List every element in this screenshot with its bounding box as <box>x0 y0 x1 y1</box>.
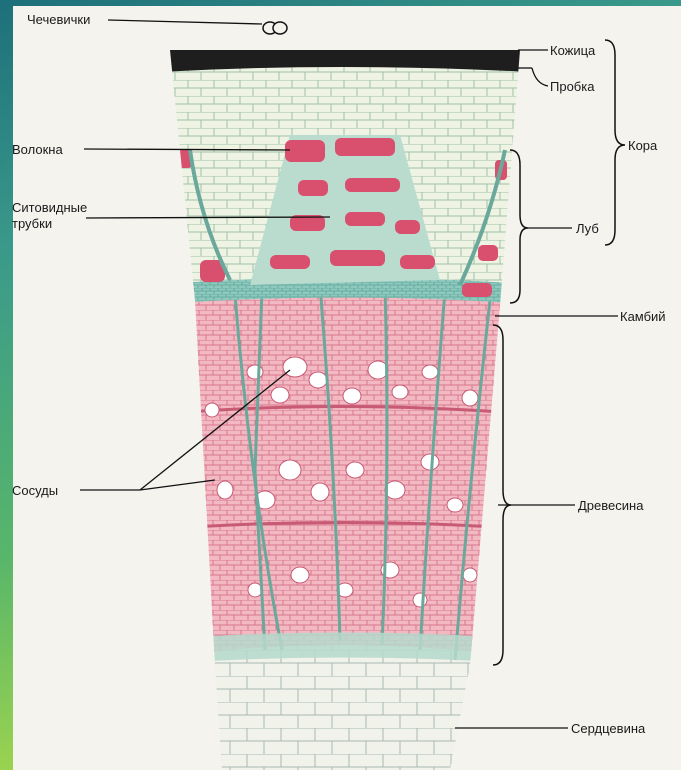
label-sitovidnye-2: трубки <box>12 216 52 231</box>
pith-cells <box>150 640 550 770</box>
label-kora: Кора <box>628 138 657 153</box>
label-sosudy: Сосуды <box>12 483 58 498</box>
wood-cells <box>150 293 540 661</box>
label-serdtsevina: Сердцевина <box>571 721 645 736</box>
lenticel <box>263 22 287 34</box>
label-lub: Луб <box>576 221 599 236</box>
label-kambiy: Камбий <box>620 309 666 324</box>
label-probka: Пробка <box>550 79 594 94</box>
label-chechevichki: Чечевички <box>27 12 90 27</box>
bracket-lub <box>510 150 528 303</box>
label-drevesina: Древесина <box>578 498 643 513</box>
bracket-kora <box>605 40 625 245</box>
bracket-drevesina <box>493 325 511 665</box>
label-sitovidnye-1: Ситовидные <box>12 200 87 215</box>
label-volokna: Волокна <box>12 142 63 157</box>
label-kozhitsa: Кожица <box>550 43 595 58</box>
epidermis-layer <box>160 40 530 45</box>
